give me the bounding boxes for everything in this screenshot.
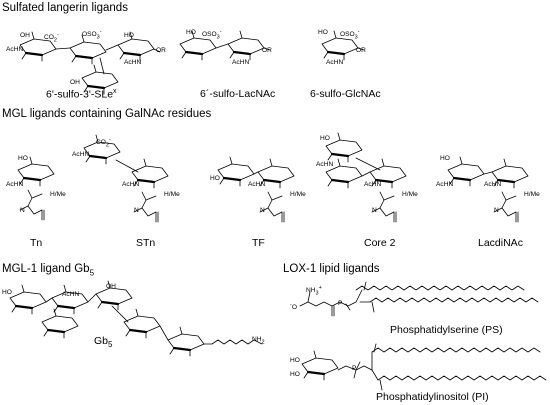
atom-ho: HO: [318, 29, 328, 36]
compound-phosphatidylinositol: Phosphatidylinositol (PI): [376, 391, 489, 403]
atom-nh2: NH2: [252, 336, 265, 346]
atom-or: OR: [356, 47, 366, 54]
compound-6-sulfo-glcnac: 6-sulfo-GlcNAc: [310, 88, 381, 100]
atom-acnh: AcHN: [326, 59, 344, 66]
atom-acnh: AcHN: [248, 181, 266, 188]
atom-acnh: AcHN: [124, 59, 142, 66]
atom-or: OR: [156, 47, 166, 54]
atom-hme: H/Me: [164, 191, 180, 198]
atom-nh3: NH3+: [306, 285, 322, 297]
atom-oso3: OSO3-: [202, 29, 222, 41]
sulfated-langerin-header: Sulfated langerin ligands: [2, 2, 128, 14]
atom-hme: H/Me: [524, 191, 540, 198]
atom-n: N: [20, 207, 25, 214]
atom-acnh: AcHN: [484, 181, 502, 188]
atom-oh: OH: [20, 32, 30, 39]
compound-stn: STn: [136, 237, 156, 249]
atom-acnh: AcHN: [316, 161, 334, 168]
atom-o-minus: -O: [290, 302, 297, 312]
atom-oso3: OSO3-: [82, 29, 102, 41]
atom-ho: HO: [210, 175, 220, 182]
atom-hme: H/Me: [50, 191, 66, 198]
compound-tf: TF: [252, 237, 265, 249]
atom-acnh: AcHN: [72, 151, 90, 158]
lox1-lipid-header: LOX-1 lipid ligands: [283, 263, 380, 275]
compound-lacdinac: LacdiNAc: [478, 237, 523, 249]
atom-ho: HO: [186, 29, 196, 36]
atom-p: P: [352, 365, 357, 372]
mgl-ligands-header: MGL ligands containing GalNAc residues: [2, 108, 212, 120]
atom-n: N: [494, 207, 499, 214]
atom-p: P: [338, 300, 343, 307]
atom-acnh: AcHN: [62, 291, 80, 298]
atom-n: N: [372, 207, 377, 214]
atom-co2: CO2-: [96, 137, 111, 149]
atom-acnh: AcHN: [6, 46, 24, 53]
atom-hme: H/Me: [290, 191, 306, 198]
atom-acnh: AcHN: [232, 59, 250, 66]
atom-co2: CO2-: [44, 32, 59, 44]
atom-oso3: OSO3-: [340, 29, 360, 41]
atom-oh: OH: [106, 283, 116, 290]
compound-6-sulfo-lacnac: 6´-sulfo-LacNAc: [200, 88, 276, 100]
atom-ho: HO: [18, 155, 28, 162]
atom-ho: HO: [290, 371, 300, 378]
atom-ho: HO: [440, 155, 450, 162]
mgl1-gb5-header: MGL-1 ligand Gb5: [2, 263, 95, 278]
atom-acnh: AcHN: [122, 181, 140, 188]
atom-acnh: AcHN: [364, 181, 382, 188]
atom-n: N: [134, 207, 139, 214]
atom-ho: HO: [2, 289, 12, 296]
compound-gb5-inline: Gb5: [94, 335, 113, 350]
atom-or: OR: [262, 47, 272, 54]
atom-ho: HO: [124, 32, 134, 39]
compound-phosphatidylserine: Phosphatidylserine (PS): [390, 324, 503, 336]
atom-oh: OH: [70, 79, 80, 86]
atom-ho: HO: [320, 135, 330, 142]
atom-n: N: [260, 207, 265, 214]
atom-ho: HO: [290, 357, 300, 364]
atom-acnh: AcHN: [6, 181, 24, 188]
compound-core-2: Core 2: [364, 237, 396, 249]
atom-hme: H/Me: [402, 191, 418, 198]
atom-acnh: AcHN: [436, 181, 454, 188]
compound-tn: Tn: [30, 237, 43, 249]
compound-6-sulfo-3-slex: 6'-sulfo-3'-SLex: [46, 88, 117, 101]
